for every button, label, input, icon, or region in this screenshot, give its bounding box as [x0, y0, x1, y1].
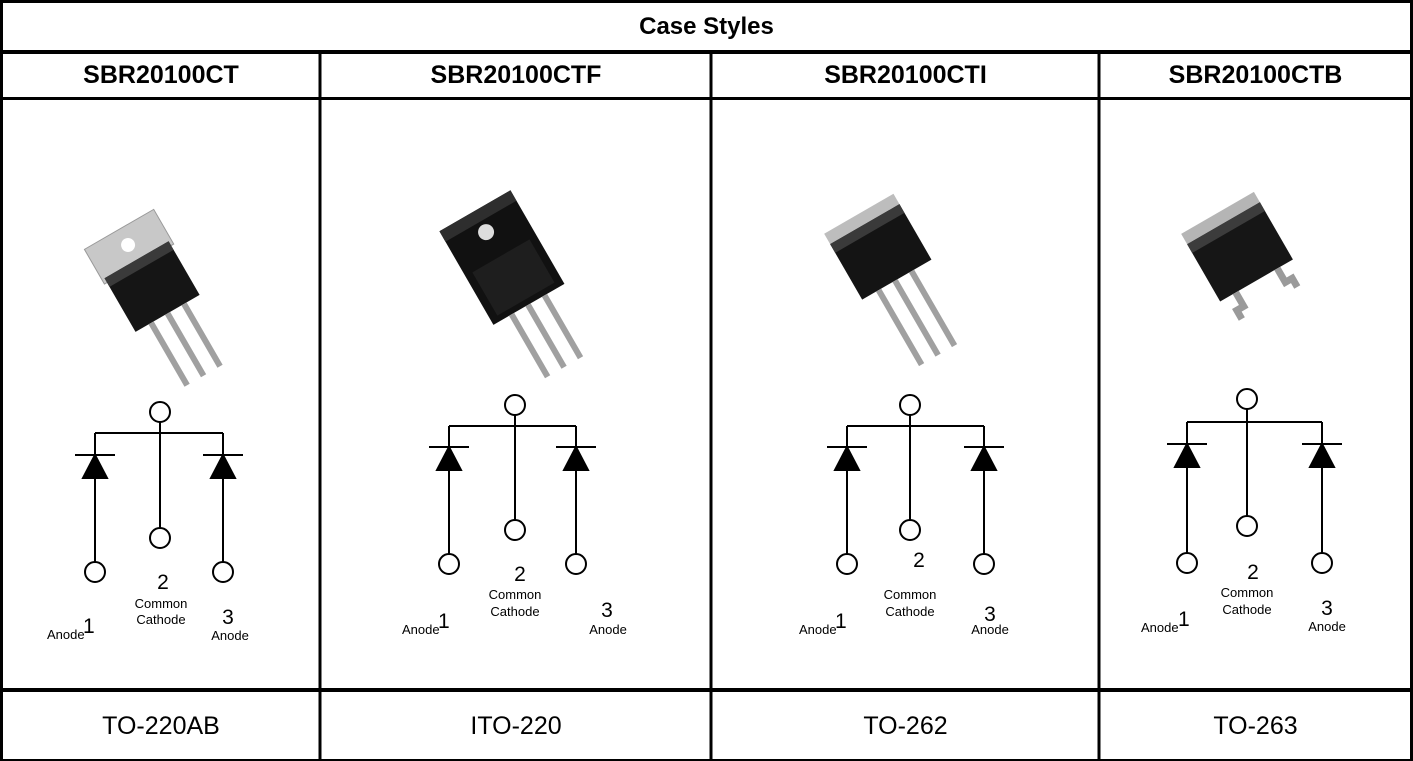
pin2-label-cathode: Cathode: [490, 604, 539, 619]
to-262-package-photo: [824, 193, 958, 367]
pin1-label: Anode: [1141, 620, 1179, 635]
diode-schematic: [429, 394, 596, 575]
diode-schematic: [75, 401, 243, 583]
part-number-header: SBR20100CTI: [824, 60, 987, 89]
pin2-number: 2: [1247, 561, 1259, 584]
pin1-label: Anode: [47, 627, 85, 642]
pin3-label: Anode: [1308, 619, 1346, 634]
pin3-number: 3: [1321, 597, 1333, 620]
pin2-label-common: Common: [135, 596, 188, 611]
pin3-label: Anode: [589, 622, 627, 637]
case-cell: Anode 1 2 Common Cathode 3 Anode: [402, 190, 627, 637]
to-220ab-package-photo: [83, 208, 223, 387]
part-number-header: SBR20100CTF: [430, 60, 602, 89]
pin2-label-cathode: Cathode: [1222, 602, 1271, 617]
pin3-label: Anode: [971, 622, 1009, 637]
pin2-label-cathode: Cathode: [885, 604, 934, 619]
pin2-number: 2: [514, 563, 526, 586]
package-name: TO-263: [1213, 712, 1298, 740]
pin3-number: 3: [222, 606, 234, 629]
part-number-header: SBR20100CTB: [1168, 60, 1343, 89]
pin1-label: Anode: [799, 622, 837, 637]
pin1-label: Anode: [402, 622, 440, 637]
ito-220-package-photo: [439, 190, 584, 379]
package-name: TO-262: [863, 712, 948, 740]
diode-schematic: [827, 394, 1004, 575]
package-name: ITO-220: [470, 712, 562, 740]
pin2-label-common: Common: [489, 587, 542, 602]
to-263-package-photo: [1181, 191, 1301, 321]
pin2-label-common: Common: [1221, 585, 1274, 600]
pin1-number: 1: [1178, 608, 1190, 631]
pin1-number: 1: [835, 610, 847, 633]
pin2-number: 2: [157, 571, 169, 594]
pin1-number: 1: [83, 615, 95, 638]
pin3-number: 3: [984, 603, 996, 626]
diode-schematic: [1167, 388, 1342, 574]
pin3-number: 3: [601, 599, 613, 622]
pin2-label-common: Common: [884, 587, 937, 602]
package-name: TO-220AB: [102, 712, 220, 740]
pin2-number: 2: [913, 549, 925, 572]
pin2-label-cathode: Cathode: [136, 612, 185, 627]
case-cell: Anode 1 2 Common Cathode 3 Anode: [799, 193, 1009, 637]
pin1-number: 1: [438, 610, 450, 633]
table-title: Case Styles: [639, 13, 774, 40]
case-cell: Anode 1 2 Common Cathode 3 Anode: [47, 208, 249, 643]
case-cell: Anode 1 2 Common Cathode 3 Anode: [1141, 191, 1346, 635]
pin3-label: Anode: [211, 628, 249, 643]
part-number-header: SBR20100CT: [83, 60, 239, 89]
